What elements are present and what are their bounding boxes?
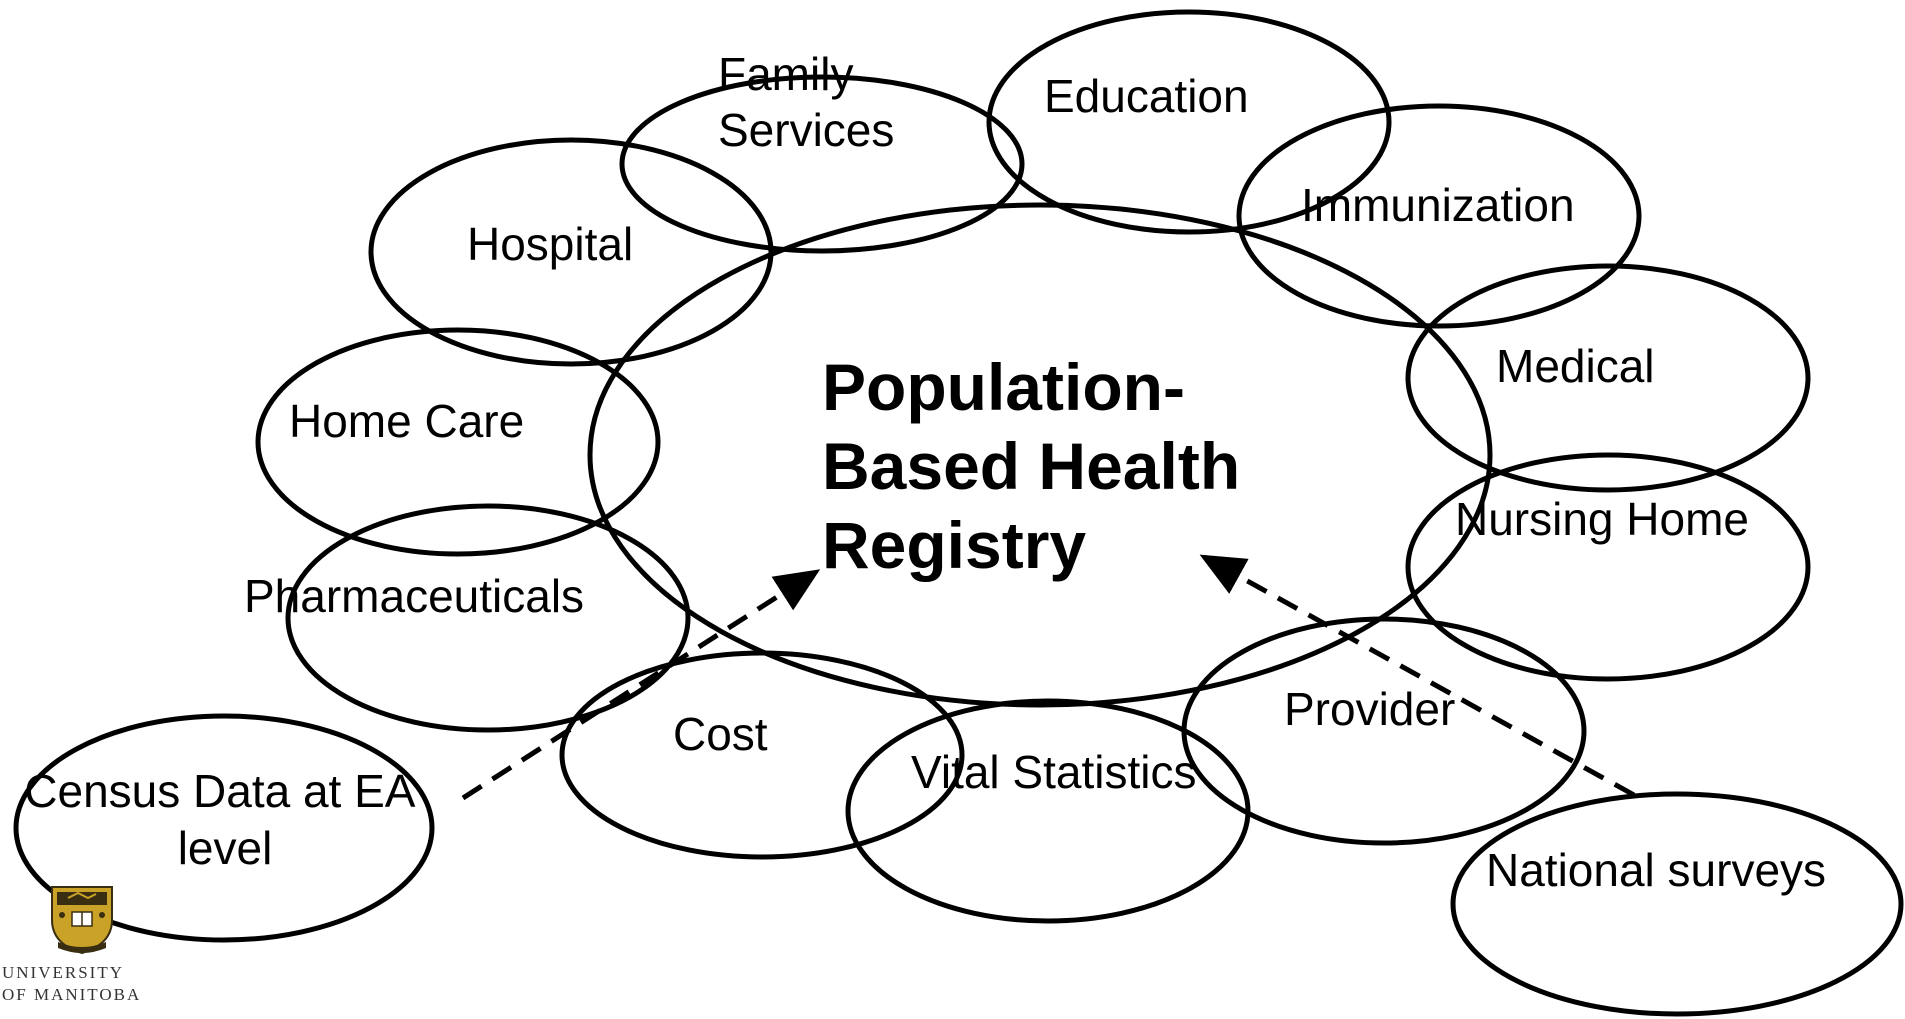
nursing-home-label: Nursing Home xyxy=(1455,493,1749,545)
medical-label: Medical xyxy=(1496,340,1655,392)
census-label: Census Data at EA level xyxy=(24,765,425,874)
university-logo: UNIVERSITY OF MANITOBA xyxy=(2,886,141,1004)
education-ellipse xyxy=(986,9,1392,235)
home-care-ellipse xyxy=(255,327,661,557)
center-ellipse xyxy=(587,202,1493,708)
pharmaceuticals-ellipse xyxy=(285,503,691,733)
family-services-label-line-1: Family xyxy=(718,48,853,100)
national-surveys-ellipse xyxy=(1450,791,1904,1017)
hospital-ellipse xyxy=(368,137,774,367)
hospital-label: Hospital xyxy=(467,218,633,270)
education-label: Education xyxy=(1044,70,1249,122)
vital-statistics-ellipse xyxy=(845,698,1251,924)
nursing-home-ellipse xyxy=(1405,452,1811,682)
provider-label: Provider xyxy=(1284,683,1455,735)
cost-ellipse xyxy=(559,650,965,860)
center-label-line-1: Population- xyxy=(822,350,1185,424)
national-surveys-label: National surveys xyxy=(1486,844,1826,896)
immunization-label: Immunization xyxy=(1301,179,1575,231)
pharmaceuticals-label: Pharmaceuticals xyxy=(244,570,584,622)
center-label: Population- Based Health Registry xyxy=(822,350,1258,582)
family-services-label: Family Services xyxy=(718,48,894,156)
family-services-ellipse xyxy=(619,74,1025,254)
vital-statistics-label: Vital Statistics xyxy=(911,746,1196,798)
center-label-line-2: Based Health xyxy=(822,429,1240,503)
crest-icon xyxy=(51,886,113,955)
immunization-ellipse xyxy=(1236,103,1642,329)
logo-manitoba-text: OF MANITOBA xyxy=(2,985,141,1004)
census-label-line-1: Census Data at EA xyxy=(24,765,416,817)
center-label-line-3: Registry xyxy=(822,508,1086,582)
medical-ellipse xyxy=(1405,263,1811,493)
home-care-label: Home Care xyxy=(289,395,524,447)
logo-university-text: UNIVERSITY xyxy=(2,963,124,982)
census-label-line-2: level xyxy=(178,822,273,874)
national-surveys-arrow xyxy=(1199,554,1636,798)
cost-label: Cost xyxy=(673,708,768,760)
census-ellipse xyxy=(13,713,435,943)
family-services-label-line-2: Services xyxy=(718,104,894,156)
